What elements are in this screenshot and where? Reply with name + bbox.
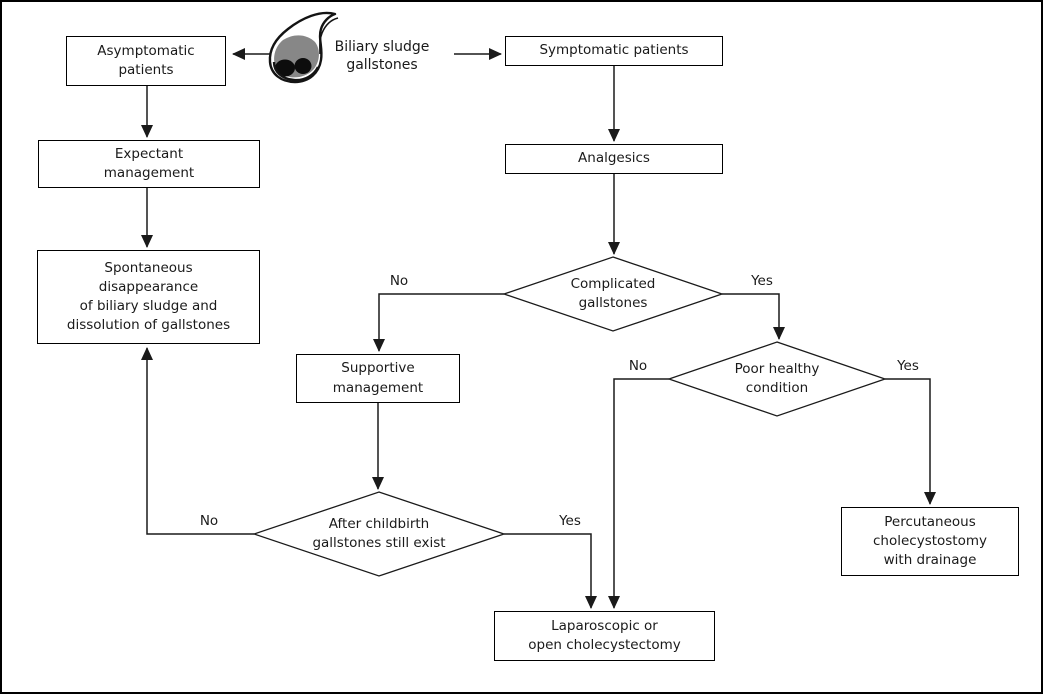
edge-poorhealth-yes-percutaneous	[885, 378, 936, 505]
node-supportive-management: Supportive management	[296, 354, 460, 403]
node-laparoscopic-cholecystectomy: Laparoscopic or open cholecystectomy	[494, 611, 715, 661]
edge-complicated-no-supportive	[373, 293, 504, 352]
branch-label-poor-health-yes: Yes	[897, 358, 919, 374]
decision-label-complicated: Complicated gallstones	[570, 275, 656, 311]
edge-poorhealth-no-laparoscopic	[608, 378, 669, 609]
node-label: Expectant management	[103, 145, 195, 181]
branch-label-after-childbirth-no: No	[199, 513, 219, 529]
node-symptomatic-patients: Symptomatic patients	[505, 36, 723, 66]
node-label: Asymptomatic patients	[97, 42, 195, 78]
edge-afterchildbirth-no-spontaneous	[141, 347, 254, 535]
edge-complicated-yes-poorhealth	[722, 293, 785, 340]
branch-label-poor-health-no: No	[628, 358, 648, 374]
node-spontaneous-disappearance: Spontaneous disappearance of biliary slu…	[37, 250, 260, 344]
node-label: Laparoscopic or open cholecystectomy	[528, 617, 681, 653]
branch-label-after-childbirth-yes: Yes	[559, 513, 581, 529]
node-percutaneous-cholecystostomy: Percutaneous cholecystostomy with draina…	[841, 507, 1019, 576]
decision-label-poor-health: Poor healthy condition	[734, 360, 820, 396]
edge-afterchildbirth-yes-laparoscopic	[504, 533, 597, 609]
node-label: Symptomatic patients	[539, 42, 689, 59]
node-analgesics: Analgesics	[505, 144, 723, 174]
branch-label-complicated-yes: Yes	[751, 273, 773, 289]
node-label: Percutaneous cholecystostomy with draina…	[872, 513, 988, 569]
decision-complicated-gallstones	[501, 256, 725, 332]
decision-after-childbirth	[251, 491, 507, 577]
source-label: Biliary sludge gallstones	[334, 39, 430, 74]
branch-label-complicated-no: No	[389, 273, 409, 289]
node-asymptomatic-patients: Asymptomatic patients	[66, 36, 226, 86]
node-label: Analgesics	[578, 150, 650, 167]
node-label: Spontaneous disappearance of biliary slu…	[66, 259, 231, 334]
gallbladder-icon	[268, 11, 339, 84]
node-expectant-management: Expectant management	[38, 140, 260, 188]
decision-poor-healthy-condition	[666, 341, 888, 417]
node-label: Supportive management	[332, 360, 424, 396]
decision-label-after-childbirth: After childbirth gallstones still exist	[312, 515, 446, 551]
